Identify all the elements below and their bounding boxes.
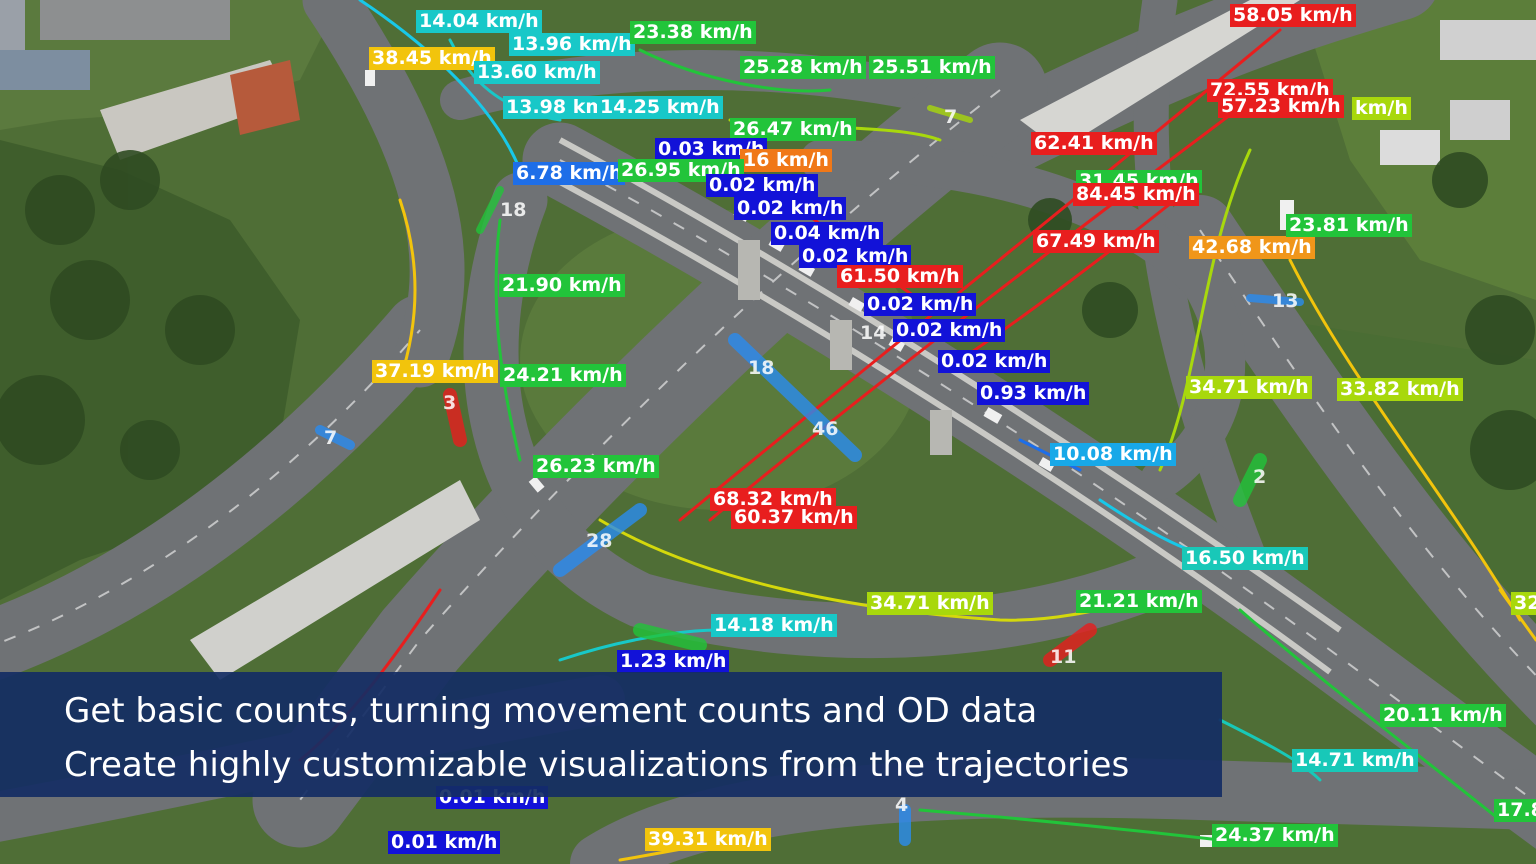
speed-label: 32 [1511,592,1536,615]
lane-number: 46 [812,418,839,440]
speed-label: 60.37 km/h [731,506,857,529]
speed-label: 62.41 km/h [1031,132,1157,155]
speed-label: 67.49 km/h [1033,230,1159,253]
speed-label: 37.19 km/h [372,360,498,383]
speed-label: 6.78 km/h [513,162,626,185]
speed-label: 68.32 km/h [710,488,836,511]
speed-label: 58.05 km/h [1230,4,1356,27]
speed-label: 14.04 km/h [416,10,542,33]
speed-label: 25.51 km/h [869,56,995,79]
speed-label: 17.8 [1494,799,1536,822]
speed-label: 61.50 km/h [837,265,963,288]
speed-label: 14.25 km/h [597,96,723,119]
speed-label: 10.08 km/h [1050,443,1176,466]
speed-label: km/h [1352,97,1411,120]
speed-label: 23.38 km/h [630,21,756,44]
lane-number: 3 [443,392,457,414]
speed-label: 0.04 km/h [771,222,884,245]
speed-label: 0.03 km/h [655,138,768,161]
lane-number: 11 [1050,646,1077,668]
speed-label: 42.68 km/h [1189,236,1315,259]
speed-label: 13.60 km/h [474,61,600,84]
speed-label: 0.02 km/h [938,350,1051,373]
caption-line-1: Get basic counts, turning movement count… [64,691,1038,731]
speed-label: 1.23 km/h [617,650,730,673]
speed-label: 0.01 km/h [388,831,501,854]
lane-number: 2 [1253,466,1267,488]
lane-number: 7 [324,427,338,449]
speed-label: 0.02 km/h [893,319,1006,342]
speed-label: 0.02 km/h [734,197,847,220]
speed-label: 34.71 km/h [1186,376,1312,399]
speed-label: 0.02 km/h [864,293,977,316]
speed-label: 24.37 km/h [1212,824,1338,847]
speed-label: 21.90 km/h [499,274,625,297]
lane-number: 13 [1272,290,1299,312]
speed-label: 16.50 km/h [1182,547,1308,570]
speed-label: 26.47 km/h [730,118,856,141]
speed-label: 14.71 km/h [1292,749,1418,772]
caption-line-2: Create highly customizable visualization… [64,745,1130,785]
speed-label: 57.23 km/h [1218,95,1344,118]
speed-label: 24.21 km/h [500,364,626,387]
speed-label: 33.82 km/h [1337,378,1463,401]
speed-label: 84.45 km/h [1073,183,1199,206]
lane-number: 18 [500,199,527,221]
speed-label: 21.21 km/h [1076,590,1202,613]
speed-label: 13.96 km/h [509,33,635,56]
speed-label: 0.02 km/h [706,174,819,197]
lane-number: 28 [586,530,613,552]
speed-label: 0.02 km/h [799,245,912,268]
lane-number: 14 [860,322,887,344]
lane-number: 7 [944,106,958,128]
speed-label: 38.45 km/h [369,47,495,70]
speed-label: 16 km/h [740,149,832,172]
speed-label: 14.18 km/h [711,614,837,637]
speed-label: 25.28 km/h [740,56,866,79]
caption-banner: Get basic counts, turning movement count… [0,672,1222,797]
lane-number: 4 [895,794,909,816]
speed-label: 39.31 km/h [645,828,771,851]
speed-label: 0.93 km/h [977,382,1090,405]
lane-number: 18 [748,357,775,379]
speed-label: 20.11 km/h [1380,704,1506,727]
speed-label: 26.23 km/h [533,455,659,478]
speed-label: 23.81 km/h [1286,214,1412,237]
speed-label: 34.71 km/h [867,592,993,615]
